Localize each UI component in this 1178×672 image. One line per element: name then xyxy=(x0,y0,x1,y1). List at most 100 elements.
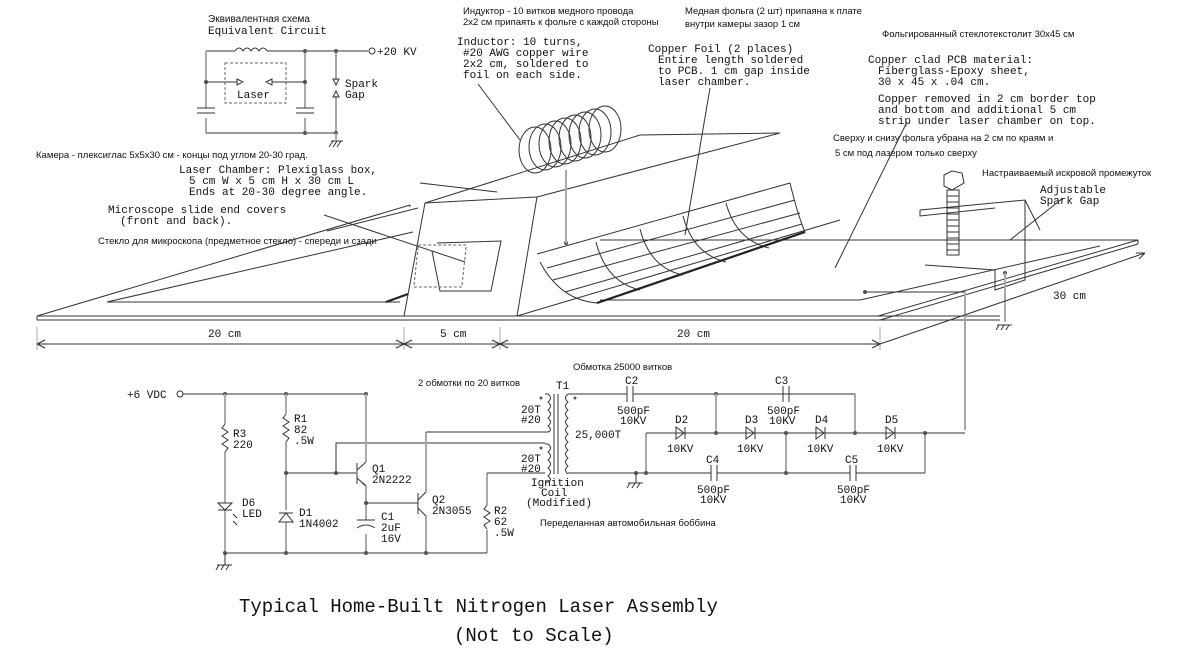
diode-d3 xyxy=(745,426,756,440)
capacitor-c2 xyxy=(626,386,634,402)
d3-value: 10KV xyxy=(737,444,764,456)
equiv-title-ru: Эквивалентная схема xyxy=(208,14,310,25)
chamber-en-3: Ends at 20-30 degree angle. xyxy=(189,187,367,199)
foil-ru-2: внутри камеры зазор 1 см xyxy=(685,19,800,30)
c5-label: C5 xyxy=(845,455,858,467)
r2-value: 62 xyxy=(494,517,507,529)
foil-en-4: laser chamber. xyxy=(658,77,750,89)
equiv-gap: Gap xyxy=(345,90,365,102)
coil-label-3: (Modified) xyxy=(526,498,592,510)
c3-value: 500pF xyxy=(767,406,800,418)
diagram-subtitle: (Not to Scale) xyxy=(454,625,614,647)
foil-ru-1: Медная фольга (2 шт) припаяна к плате xyxy=(685,6,862,17)
c2-value: 500pF xyxy=(617,406,650,418)
transistor-q1 xyxy=(356,461,367,487)
d5-label: D5 xyxy=(885,415,898,427)
equivalent-circuit: Эквивалентная схема Equivalent Circuit +… xyxy=(197,14,417,148)
coil-label-2: Coil xyxy=(541,488,567,500)
secondary-winding xyxy=(565,393,569,475)
c3-voltage: 10KV xyxy=(769,416,796,428)
q1-label: Q1 xyxy=(372,464,386,476)
chamber-en-1: Laser Chamber: Plexiglass box, xyxy=(179,165,377,177)
copper-removed-en-1: Copper removed in 2 cm border top xyxy=(878,94,1096,106)
equiv-voltage: +20 KV xyxy=(377,47,417,59)
c2-voltage: 10KV xyxy=(620,416,647,428)
d6-label: D6 xyxy=(242,498,255,510)
d1-value: 1N4002 xyxy=(299,519,339,531)
c4-value: 500pF xyxy=(697,485,730,497)
inductor-coil xyxy=(518,105,622,174)
primary2-turns: 20T xyxy=(521,454,541,466)
dimension-4: 30 cm xyxy=(1053,291,1086,303)
c3-label: C3 xyxy=(775,376,788,388)
r1-power: .5W xyxy=(294,436,314,448)
equiv-laser: Laser xyxy=(237,90,270,102)
d5-value: 10KV xyxy=(877,444,904,456)
pcb-ru: Фольгированный стеклотекстолит 30x45 см xyxy=(882,29,1074,40)
pcb-en-3: 30 x 45 x .04 cm. xyxy=(878,77,990,89)
copper-foil xyxy=(536,170,806,305)
secondary-ru: Обмотка 25000 витков xyxy=(573,362,672,373)
copper-removed-ru-2: 5 см под лазером только сверху xyxy=(835,148,977,159)
capacitor-c3 xyxy=(782,386,790,402)
diagram-title: Typical Home-Built Nitrogen Laser Assemb… xyxy=(239,596,718,618)
r3-label: R3 xyxy=(233,429,246,441)
spark-en-1: Adjustable xyxy=(1040,185,1106,197)
d4-label: D4 xyxy=(815,415,829,427)
inductor-en-2: #20 AWG copper wire xyxy=(463,48,588,60)
schematic: +6 VDC R3 220 D6 LED R1 82 .5W D1 1N4002… xyxy=(127,362,965,571)
inductor-en-3: 2x2 cm, soldered to xyxy=(463,59,588,71)
copper-removed-ru-1: Сверху и снизу фольга убрана на 2 см по … xyxy=(833,133,1053,144)
slide-en-1: Microscope slide end covers xyxy=(108,205,286,217)
resistor-r1 xyxy=(282,413,290,443)
primary-winding-1 xyxy=(545,393,551,433)
terminal-icon xyxy=(176,390,184,398)
d4-value: 10KV xyxy=(807,444,834,456)
inductor-en-4: foil on each side. xyxy=(463,70,582,82)
inductor-ru-2: 2x2 см припаять к фольге с каждой сторон… xyxy=(463,17,659,28)
dimension-lines: 20 cm 5 cm 20 cm 30 cm xyxy=(36,252,1146,350)
dimension-2: 5 cm xyxy=(440,329,467,341)
q1-value: 2N2222 xyxy=(372,475,412,487)
r2-power: .5W xyxy=(494,528,514,540)
spark-en-2: Spark Gap xyxy=(1040,196,1099,208)
diode-d5 xyxy=(885,426,896,440)
copper-removed-en-2: and bottom and additional 5 cm xyxy=(878,105,1076,117)
pcb-en-1: Copper clad PCB material: xyxy=(868,55,1033,67)
primary1-wire: #20 xyxy=(521,415,541,427)
terminal-icon xyxy=(368,47,376,55)
spark-gap-symbol xyxy=(332,78,340,98)
coil-label-1: Ignition xyxy=(531,478,584,490)
secondary-turns: 25,000T xyxy=(575,430,622,442)
d3-label: D3 xyxy=(745,415,758,427)
q2-value: 2N3055 xyxy=(432,506,472,518)
d6-value: LED xyxy=(242,509,262,521)
led-d6 xyxy=(216,502,234,511)
foil-en-3: to PCB. 1 cm gap inside xyxy=(658,66,810,78)
c1-label: C1 xyxy=(381,512,395,524)
diode-d2 xyxy=(675,426,686,440)
supply-label: +6 VDC xyxy=(127,390,167,402)
chamber-ru: Камера - плексиглас 5x5x30 см - концы по… xyxy=(36,150,308,161)
ground-icon xyxy=(995,324,1012,331)
pcb-en-2: Fiberglass-Epoxy sheet, xyxy=(878,66,1030,78)
c5-voltage: 10KV xyxy=(840,495,867,507)
resistor-r3 xyxy=(221,423,229,453)
spark-ru: Настраиваемый искровой промежуток xyxy=(982,168,1152,179)
capacitor-c5 xyxy=(849,465,857,481)
d2-label: D2 xyxy=(675,415,688,427)
primary2-wire: #20 xyxy=(521,464,541,476)
foil-en-1: Copper Foil (2 places) xyxy=(648,44,793,56)
spark-gap-assembly xyxy=(919,170,1041,331)
chamber-en-2: 5 cm W x 5 cm H x 30 cm L xyxy=(189,176,354,188)
inductor-symbol xyxy=(234,47,268,52)
c2-label: C2 xyxy=(625,376,638,388)
laser-chamber xyxy=(385,132,841,317)
equiv-spark: Spark xyxy=(345,79,378,91)
r1-label: R1 xyxy=(294,414,308,426)
coil-ru: Переделанная автомобильная боббина xyxy=(540,518,717,529)
transistor-q2 xyxy=(417,491,427,517)
dimension-3: 20 cm xyxy=(677,329,710,341)
